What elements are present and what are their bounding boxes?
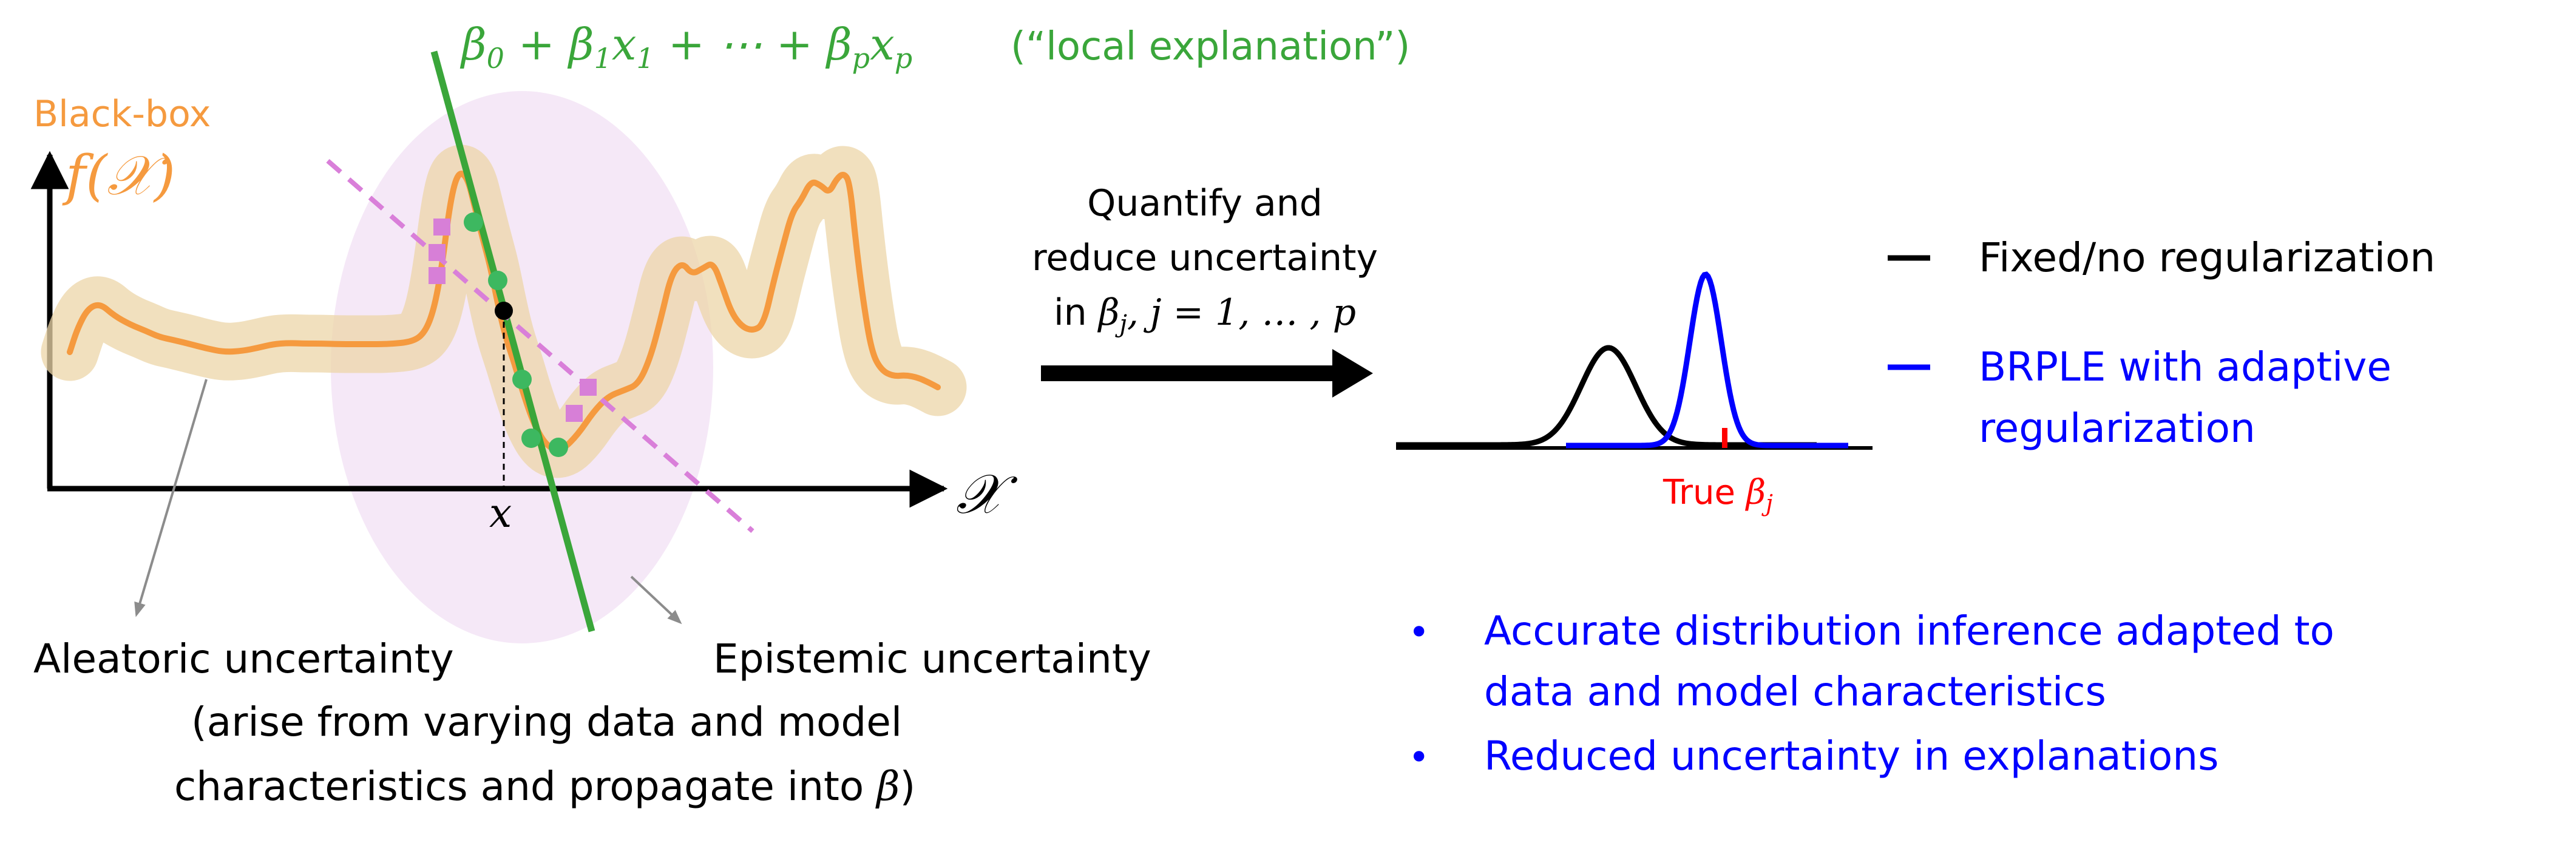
formula-sub1: 1 bbox=[594, 42, 612, 75]
process-text-line-1: Quantify and bbox=[1087, 182, 1323, 225]
formula-dots-betap: + ⋯ + β bbox=[654, 19, 852, 70]
black-box-label: Black-box bbox=[33, 93, 211, 135]
bullet-1-line-1: Accurate distribution inference adapted … bbox=[1484, 608, 2334, 654]
aleatoric-label: Aleatoric uncertainty bbox=[33, 636, 454, 682]
formula-x1-sub: 1 bbox=[637, 42, 654, 75]
perturbed-samples-alt bbox=[429, 219, 597, 422]
process-arrow-head bbox=[1332, 349, 1373, 398]
sample-point bbox=[464, 212, 483, 232]
query-point-label: x bbox=[489, 490, 512, 537]
caption-close: ) bbox=[900, 763, 915, 810]
sample-point bbox=[549, 438, 568, 457]
formula-xp-sub: p bbox=[895, 42, 912, 75]
formula-subp: p bbox=[852, 42, 870, 75]
sample-point bbox=[521, 429, 541, 448]
fixed-regularization-distribution bbox=[1396, 345, 1817, 448]
process-text: Quantify and reduce uncertainty in βj, j… bbox=[1032, 182, 1378, 338]
sample-square bbox=[429, 244, 446, 261]
legend-label-fixed: Fixed/no regularization bbox=[1979, 234, 2435, 281]
caption-beta: β bbox=[875, 763, 900, 810]
epistemic-label: Epistemic uncertainty bbox=[713, 636, 1151, 682]
sample-point bbox=[488, 271, 507, 290]
formula-x1: x bbox=[612, 19, 637, 70]
local-explanation-line bbox=[430, 50, 595, 632]
process-line-3-prefix: in bbox=[1054, 291, 1099, 334]
sample-point bbox=[512, 370, 532, 389]
process-line-3-beta: β bbox=[1097, 291, 1120, 334]
true-label-text: True bbox=[1663, 473, 1746, 512]
brple-distribution bbox=[1566, 271, 1848, 449]
sample-square bbox=[433, 219, 450, 236]
formula-sub0: 0 bbox=[487, 42, 504, 75]
bullet-2-line-1: Reduced uncertainty in explanations bbox=[1484, 733, 2219, 779]
local-explanation-formula: β0 + β1x1 + ⋯ + βpxp bbox=[459, 19, 912, 75]
bullet-dot: • bbox=[1408, 611, 1429, 654]
true-beta-marker bbox=[1722, 428, 1727, 448]
alternative-explanation-dashed-line bbox=[326, 158, 754, 534]
formula-xp: x bbox=[870, 19, 895, 70]
legend: Fixed/no regularization BRPLE with adapt… bbox=[1888, 234, 2435, 452]
perturbed-samples bbox=[464, 212, 568, 457]
caption-line-2: characteristics and propagate into β) bbox=[174, 763, 915, 810]
sample-square bbox=[429, 267, 446, 284]
true-beta-label: True βj bbox=[1663, 473, 1773, 517]
process-line-3-rest: , j = 1, … , p bbox=[1127, 291, 1356, 334]
query-point bbox=[495, 302, 513, 320]
formula-plus-beta1: + β bbox=[504, 19, 594, 70]
function-label: f(𝒳) bbox=[62, 144, 175, 208]
benefits-list: • Accurate distribution inference adapte… bbox=[1408, 608, 2334, 779]
formula-beta0: β bbox=[459, 19, 487, 70]
legend-label-brple-2: regularization bbox=[1979, 405, 2256, 452]
epistemic-pointer-arrow bbox=[630, 575, 682, 625]
true-label-beta: β bbox=[1745, 473, 1766, 512]
sample-square bbox=[580, 379, 597, 396]
legend-label-brple-1: BRPLE with adaptive bbox=[1979, 344, 2391, 390]
process-text-line-2: reduce uncertainty bbox=[1032, 237, 1378, 279]
process-text-line-3: in βj, j = 1, … , p bbox=[1054, 291, 1356, 338]
aleatoric-pointer-arrow bbox=[134, 379, 208, 617]
bullet-1-line-2: data and model characteristics bbox=[1484, 668, 2106, 715]
local-explanation-note: (“local explanation”) bbox=[1011, 24, 1410, 69]
sample-square bbox=[566, 405, 583, 422]
bullet-dot: • bbox=[1408, 736, 1429, 779]
caption-line-1: (arise from varying data and model bbox=[191, 699, 902, 745]
x-axis-symbol: 𝒳 bbox=[956, 463, 1018, 526]
caption-line-2-text: characteristics and propagate into bbox=[174, 763, 876, 810]
